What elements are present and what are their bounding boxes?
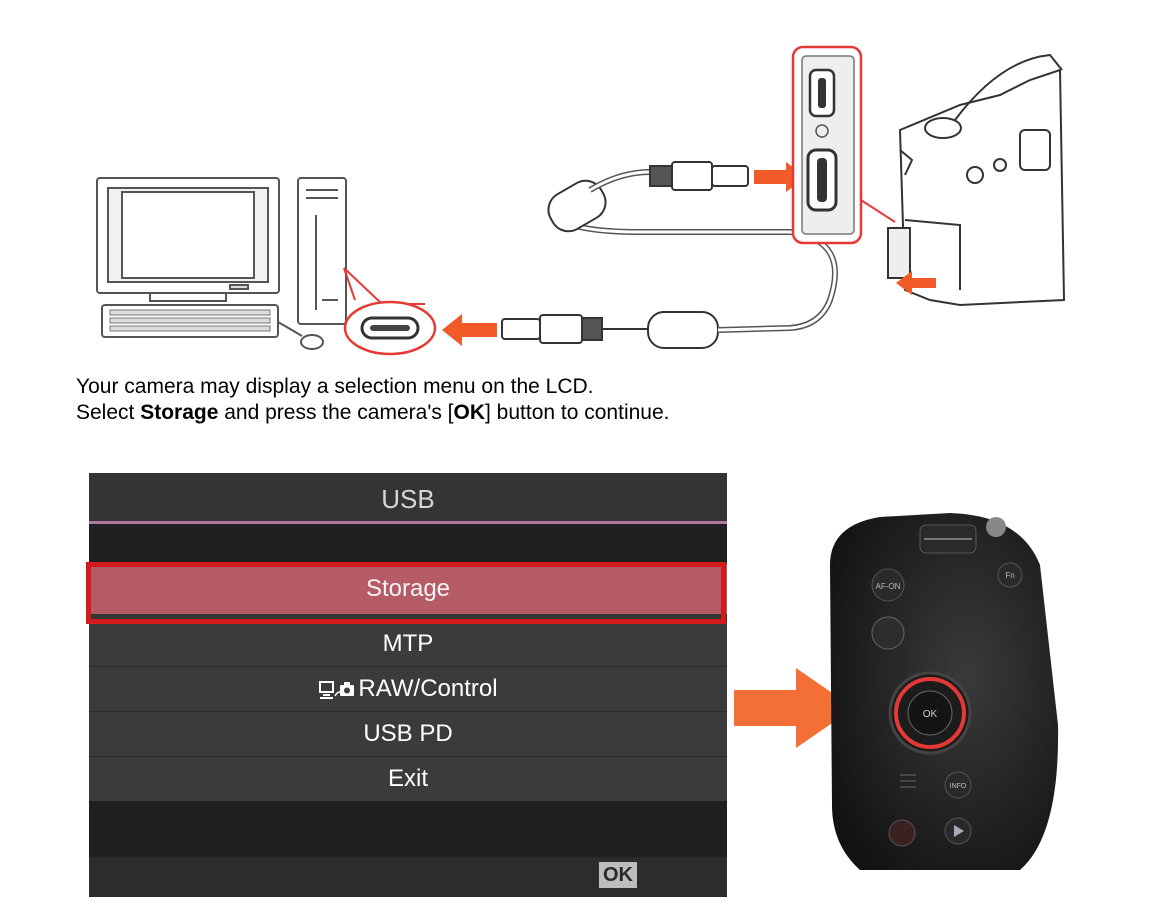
pc-port-callout (343, 267, 437, 356)
ok-button-highlight-ring (894, 677, 966, 749)
lcd-title-divider (89, 521, 727, 524)
computer-monitor-icon (96, 177, 280, 302)
menu-item-label: USB PD (363, 720, 453, 747)
arrow-to-ok-button-icon (734, 668, 854, 748)
fn-label: Fn (1005, 571, 1014, 580)
connection-illustration (96, 45, 1066, 356)
usb-c-plug-camera-icon (649, 161, 749, 191)
multi-selector-icon[interactable] (871, 616, 905, 650)
delete-button-icon[interactable] (888, 819, 916, 847)
usb-c-plug-icon (501, 314, 650, 344)
af-on-label: AF-ON (876, 582, 901, 591)
info-label: INFO (950, 783, 967, 790)
menu-item-label: Storage (365, 575, 451, 602)
lcd-menu-title: USB (381, 484, 435, 514)
instruction-mid: and press the camera's [ (218, 401, 454, 424)
menu-item-mtp[interactable]: MTP (89, 621, 727, 666)
lcd-blank-area-bottom (89, 801, 727, 857)
instruction-prefix: Select (76, 401, 141, 424)
menu-item-label: RAW/Control (358, 675, 498, 702)
instruction-text: Your camera may display a selection menu… (76, 374, 976, 426)
mouse-icon (277, 321, 324, 350)
menu-item-usb-pd[interactable]: USB PD (89, 711, 727, 756)
info-button[interactable]: INFO (944, 771, 972, 799)
arrow-camera-port-icon (896, 271, 936, 295)
lcd-blank-area (89, 524, 727, 562)
keyboard-icon (101, 304, 279, 338)
instruction-storage: Storage (140, 401, 219, 424)
menu-item-label: Exit (387, 765, 428, 792)
arrow-to-pc-icon (442, 314, 497, 346)
instruction-ok: OK (453, 401, 486, 424)
camera-body-illustration (887, 53, 1066, 307)
selection-highlight-frame (86, 562, 726, 624)
camera-lcd-usb-menu: USB Storage MTP RAW/Control USB PD Exit … (89, 473, 727, 897)
ok-button-label: OK (923, 709, 938, 720)
camera-back-photo: AF-ON Fn OK INFO (830, 513, 1059, 870)
af-on-button[interactable]: AF-ON (871, 568, 905, 602)
menu-item-raw-control[interactable]: RAW/Control (89, 666, 727, 711)
ferrite-core-top-icon (547, 169, 651, 233)
pc-tower-icon (297, 177, 347, 325)
instruction-suffix: ] button to continue. (485, 401, 670, 424)
ok-button[interactable]: OK (907, 690, 953, 736)
camera-port-callout (791, 45, 896, 245)
menu-item-exit[interactable]: Exit (89, 756, 727, 801)
ok-key-indicator: OK (599, 862, 637, 888)
menu-item-label: MTP (382, 630, 434, 657)
fn-button[interactable]: Fn (997, 562, 1023, 588)
pc-camera-icon (319, 680, 355, 699)
menu-item-storage[interactable]: Storage (89, 563, 727, 614)
instruction-line-1: Your camera may display a selection menu… (76, 375, 594, 398)
instruction-line-2: Select Storage and press the camera's [O… (76, 400, 976, 426)
